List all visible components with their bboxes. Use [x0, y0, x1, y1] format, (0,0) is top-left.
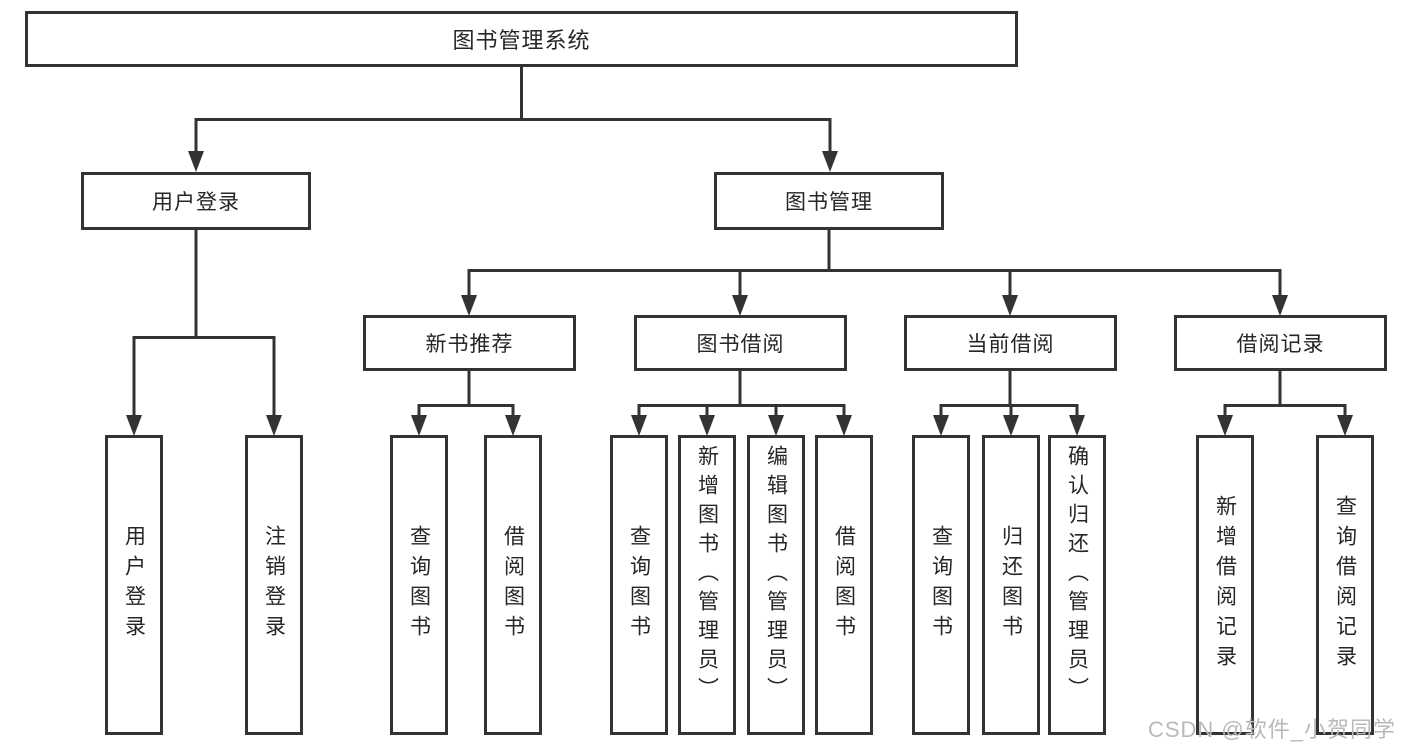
leaf-bb-borrow-books: 借阅图书: [815, 435, 873, 735]
leaf-cb-return-books: 归还图书: [982, 435, 1040, 735]
node-book-management: 图书管理: [714, 172, 944, 230]
edge-book-borrow-children: [637, 371, 846, 417]
leaf-nb-query-books: 查询图书: [390, 435, 448, 735]
edge-user-login-children: [132, 230, 276, 417]
leaf-nb-borrow-books: 借阅图书: [484, 435, 542, 735]
arrowheads-user-login-children: [126, 415, 282, 436]
arrowheads-current-borrow-children: [933, 415, 1085, 436]
edge-new-book-children: [417, 371, 515, 417]
arrowheads-new-book-children: [411, 415, 521, 436]
node-borrow-record: 借阅记录: [1174, 315, 1387, 371]
edge-root-to-level2: [194, 67, 832, 153]
leaf-bb-edit-books-admin: 编辑图书（管理员）: [747, 435, 805, 735]
edge-current-borrow-children: [939, 371, 1079, 417]
leaf-cb-confirm-return-admin: 确认归还（管理员）: [1048, 435, 1106, 735]
leaf-cb-query-books: 查询图书: [912, 435, 970, 735]
leaf-bb-query-books: 查询图书: [610, 435, 668, 735]
node-new-book-recommend: 新书推荐: [363, 315, 576, 371]
leaf-logout: 注销登录: [245, 435, 303, 735]
leaf-br-add-record: 新增借阅记录: [1196, 435, 1254, 735]
arrowheads-borrow-record-children: [1217, 415, 1353, 436]
edge-book-mgmt-children: [467, 230, 1282, 297]
arrowheads-book-mgmt-children: [461, 295, 1288, 316]
leaf-bb-add-books-admin: 新增图书（管理员）: [678, 435, 736, 735]
leaf-br-query-record: 查询借阅记录: [1316, 435, 1374, 735]
node-book-borrow: 图书借阅: [634, 315, 847, 371]
arrowheads-book-borrow-children: [631, 415, 852, 436]
edge-borrow-record-children: [1223, 371, 1347, 417]
arrowheads-root-to-level2: [188, 151, 838, 172]
node-current-borrow: 当前借阅: [904, 315, 1117, 371]
node-library-management-system: 图书管理系统: [25, 11, 1018, 67]
leaf-user-login: 用户登录: [105, 435, 163, 735]
node-user-login: 用户登录: [81, 172, 311, 230]
csdn-watermark: CSDN @软件_小贺同学: [1147, 717, 1396, 742]
